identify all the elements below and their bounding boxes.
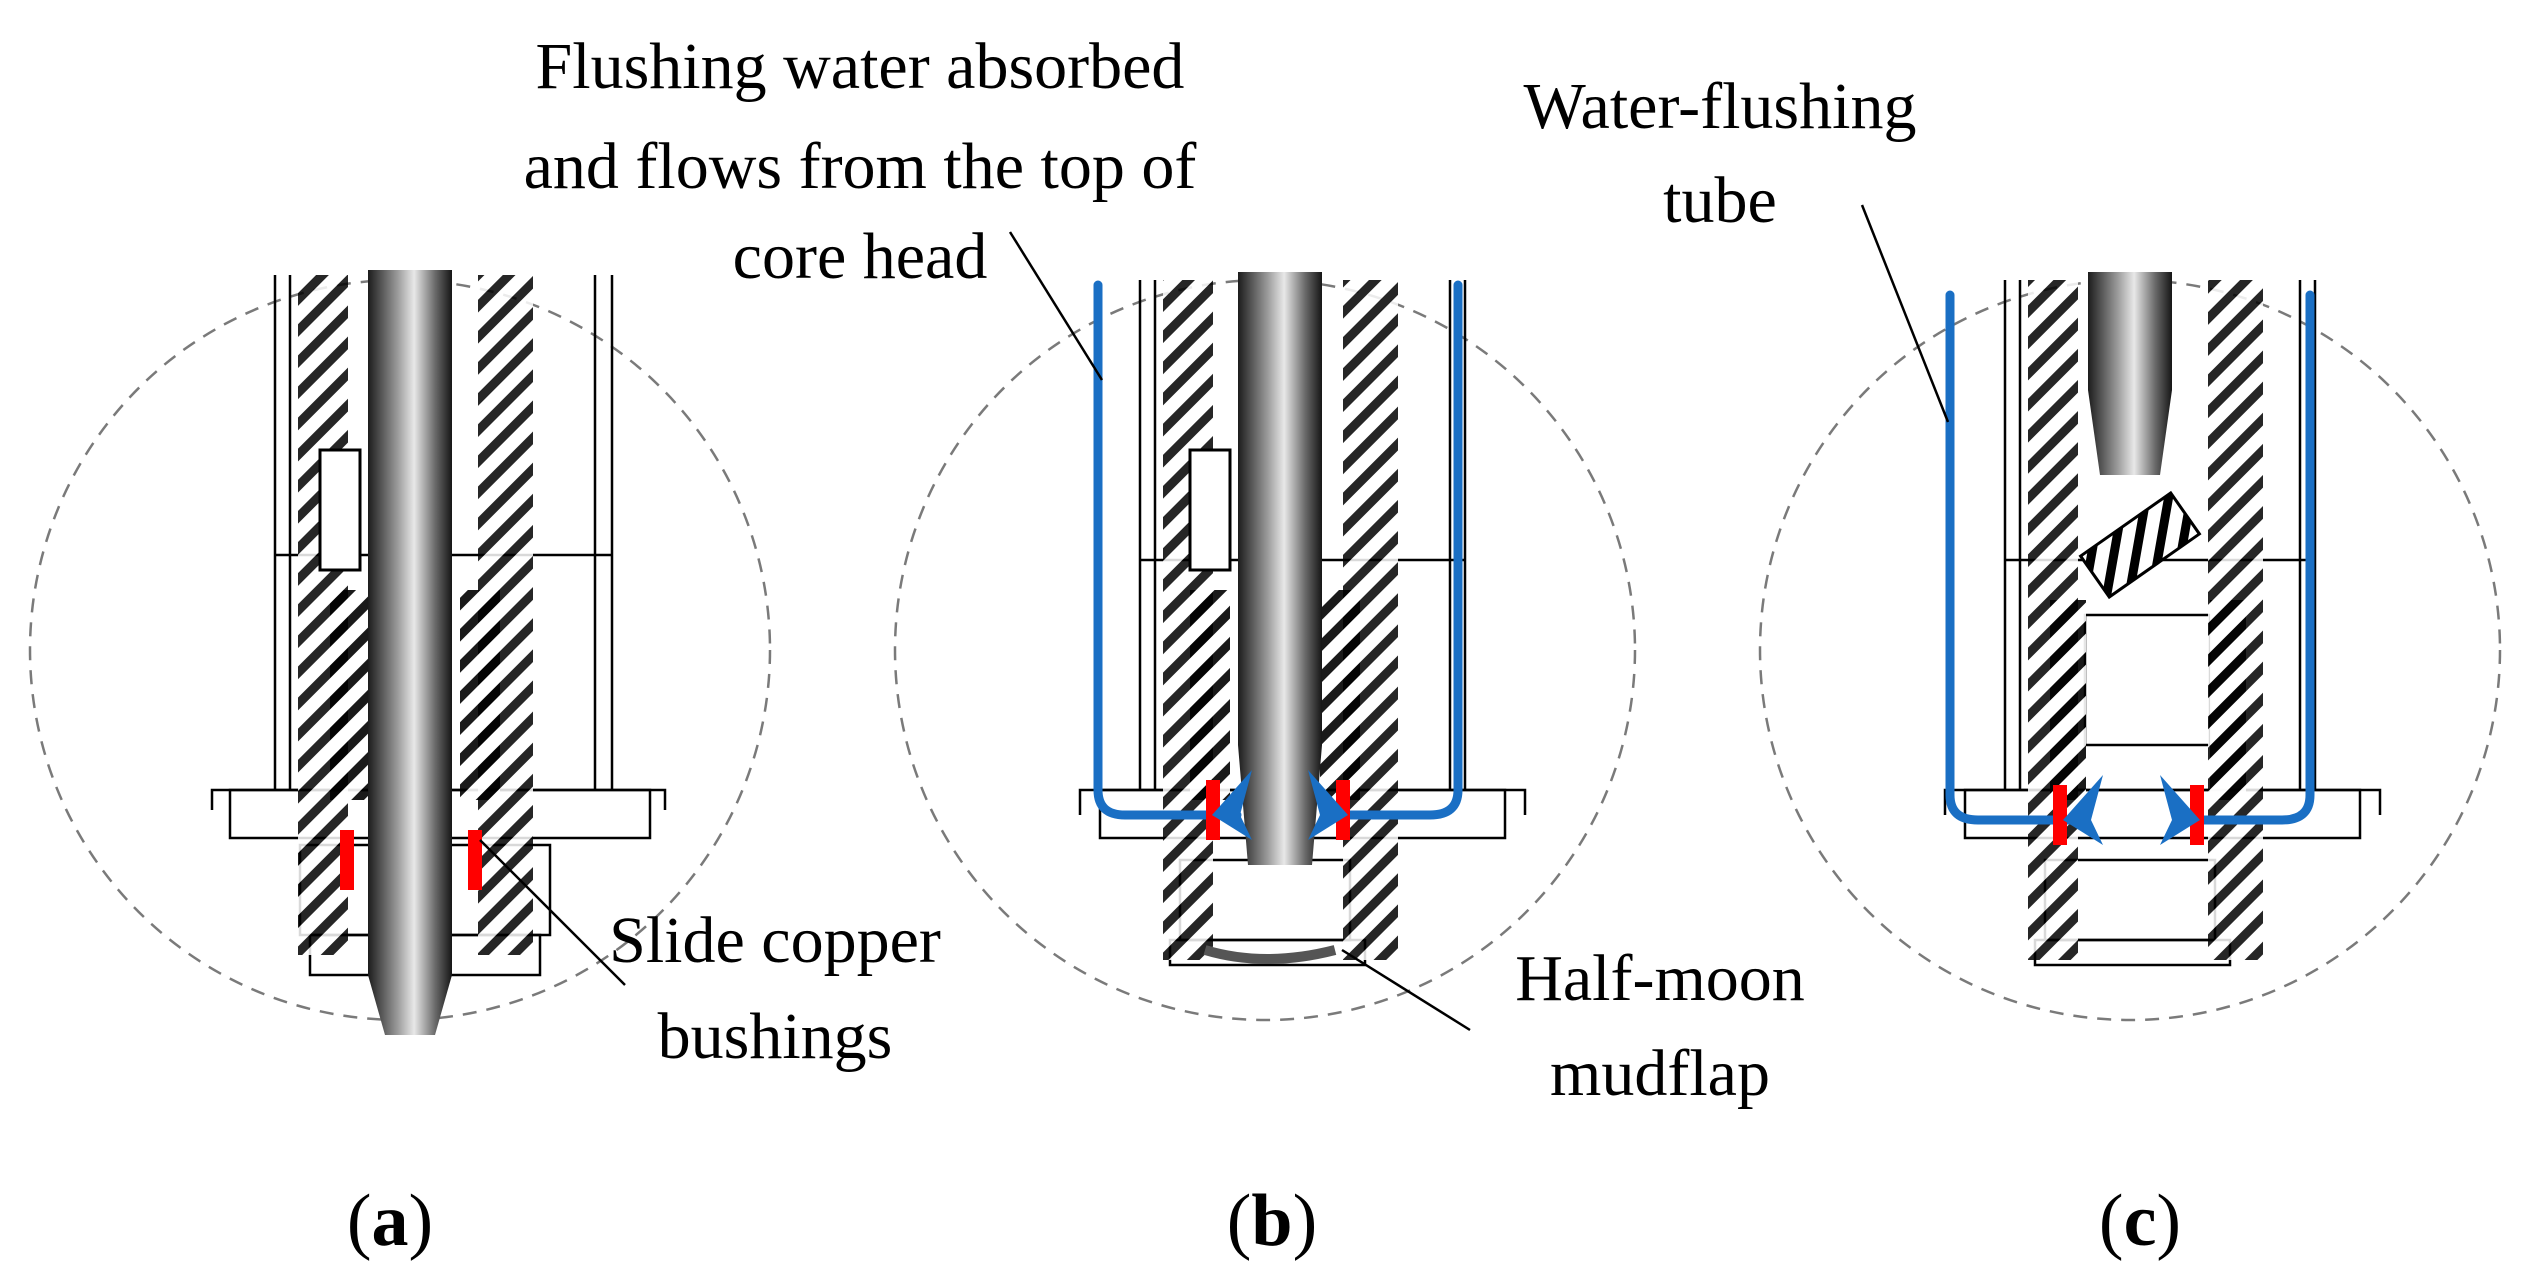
panel-a [28,270,772,1035]
panel-a-bushing-right [468,830,482,890]
panel-c-core-rod-retracted [2088,272,2172,475]
panel-b [893,272,1637,1022]
label-copper-line1: Slide copper [609,904,941,977]
panel-a-hatch-lower-right [460,590,500,800]
label-water-tube-line2: tube [1663,164,1777,237]
panel-a-core-rod [368,270,452,1035]
panel-b-flow-arrow-right [1308,770,1348,840]
panel-c-hatch-lower-left [2050,600,2086,800]
label-mudflap-line2: mudflap [1550,1037,1770,1110]
leader-flushing-water [1008,231,1104,381]
panel-c-detail-circle [1758,278,2502,1022]
leader-half-moon-mudflap [1341,948,1471,1032]
panel-a-hatch-lower-left [330,590,370,800]
label-flushing-water-line3: core head [733,220,988,293]
panel-c-water-flushing-tube [1945,290,2083,825]
panel-b-half-moon-mudflap [1203,945,1337,964]
panel-a-letter: a [372,1180,409,1262]
panel-c-bushing-left [2053,785,2067,845]
panel-b-water-flushing-tube-right [1335,280,1463,820]
panel-a-block-left [318,448,362,572]
label-flushing-water-line1: Flushing water absorbed [536,30,1185,103]
label-copper-line2: bushings [658,1000,893,1073]
panel-b-core-rod [1238,272,1322,865]
label-mudflap-line1: Half-moon [1515,942,1805,1015]
panel-b-caption: (b) [1227,1180,1317,1262]
panel-c [1758,272,2502,1022]
leader-slide-copper-bushings [479,839,626,986]
label-flushing-water-line2: and flows from the top of [524,130,1197,203]
panel-a-caption: (a) [347,1180,433,1262]
panel-b-flow-arrow-left [1212,770,1252,840]
label-water-tube-line1: Water-flushing [1524,70,1917,143]
panel-a-bushing-left [340,830,354,890]
panel-c-flow-arrow-left [2063,775,2103,845]
panel-c-caption: (c) [2099,1180,2181,1262]
panel-c-hatch-lower-right [2210,600,2246,800]
panel-b-bushing-left [1206,780,1220,840]
panel-c-water-flushing-tube-right [2195,290,2315,825]
panel-c-flow-arrow-right [2160,775,2200,845]
panel-b-hatch-lower-left [1190,590,1230,800]
leader-lines [479,204,1950,1032]
panel-b-block-left [1188,448,1232,572]
panel-c-tilted-block [2078,490,2202,600]
panel-b-water-flushing-tube [1093,280,1242,820]
panel-b-hatch-lower-right [1320,590,1360,800]
panel-b-detail-circle [893,278,1637,1022]
panel-b-letter: b [1251,1180,1292,1262]
panel-c-letter: c [2124,1180,2157,1262]
panel-c-bushing-right [2190,785,2204,845]
leader-water-flushing-tube [1860,204,1950,423]
